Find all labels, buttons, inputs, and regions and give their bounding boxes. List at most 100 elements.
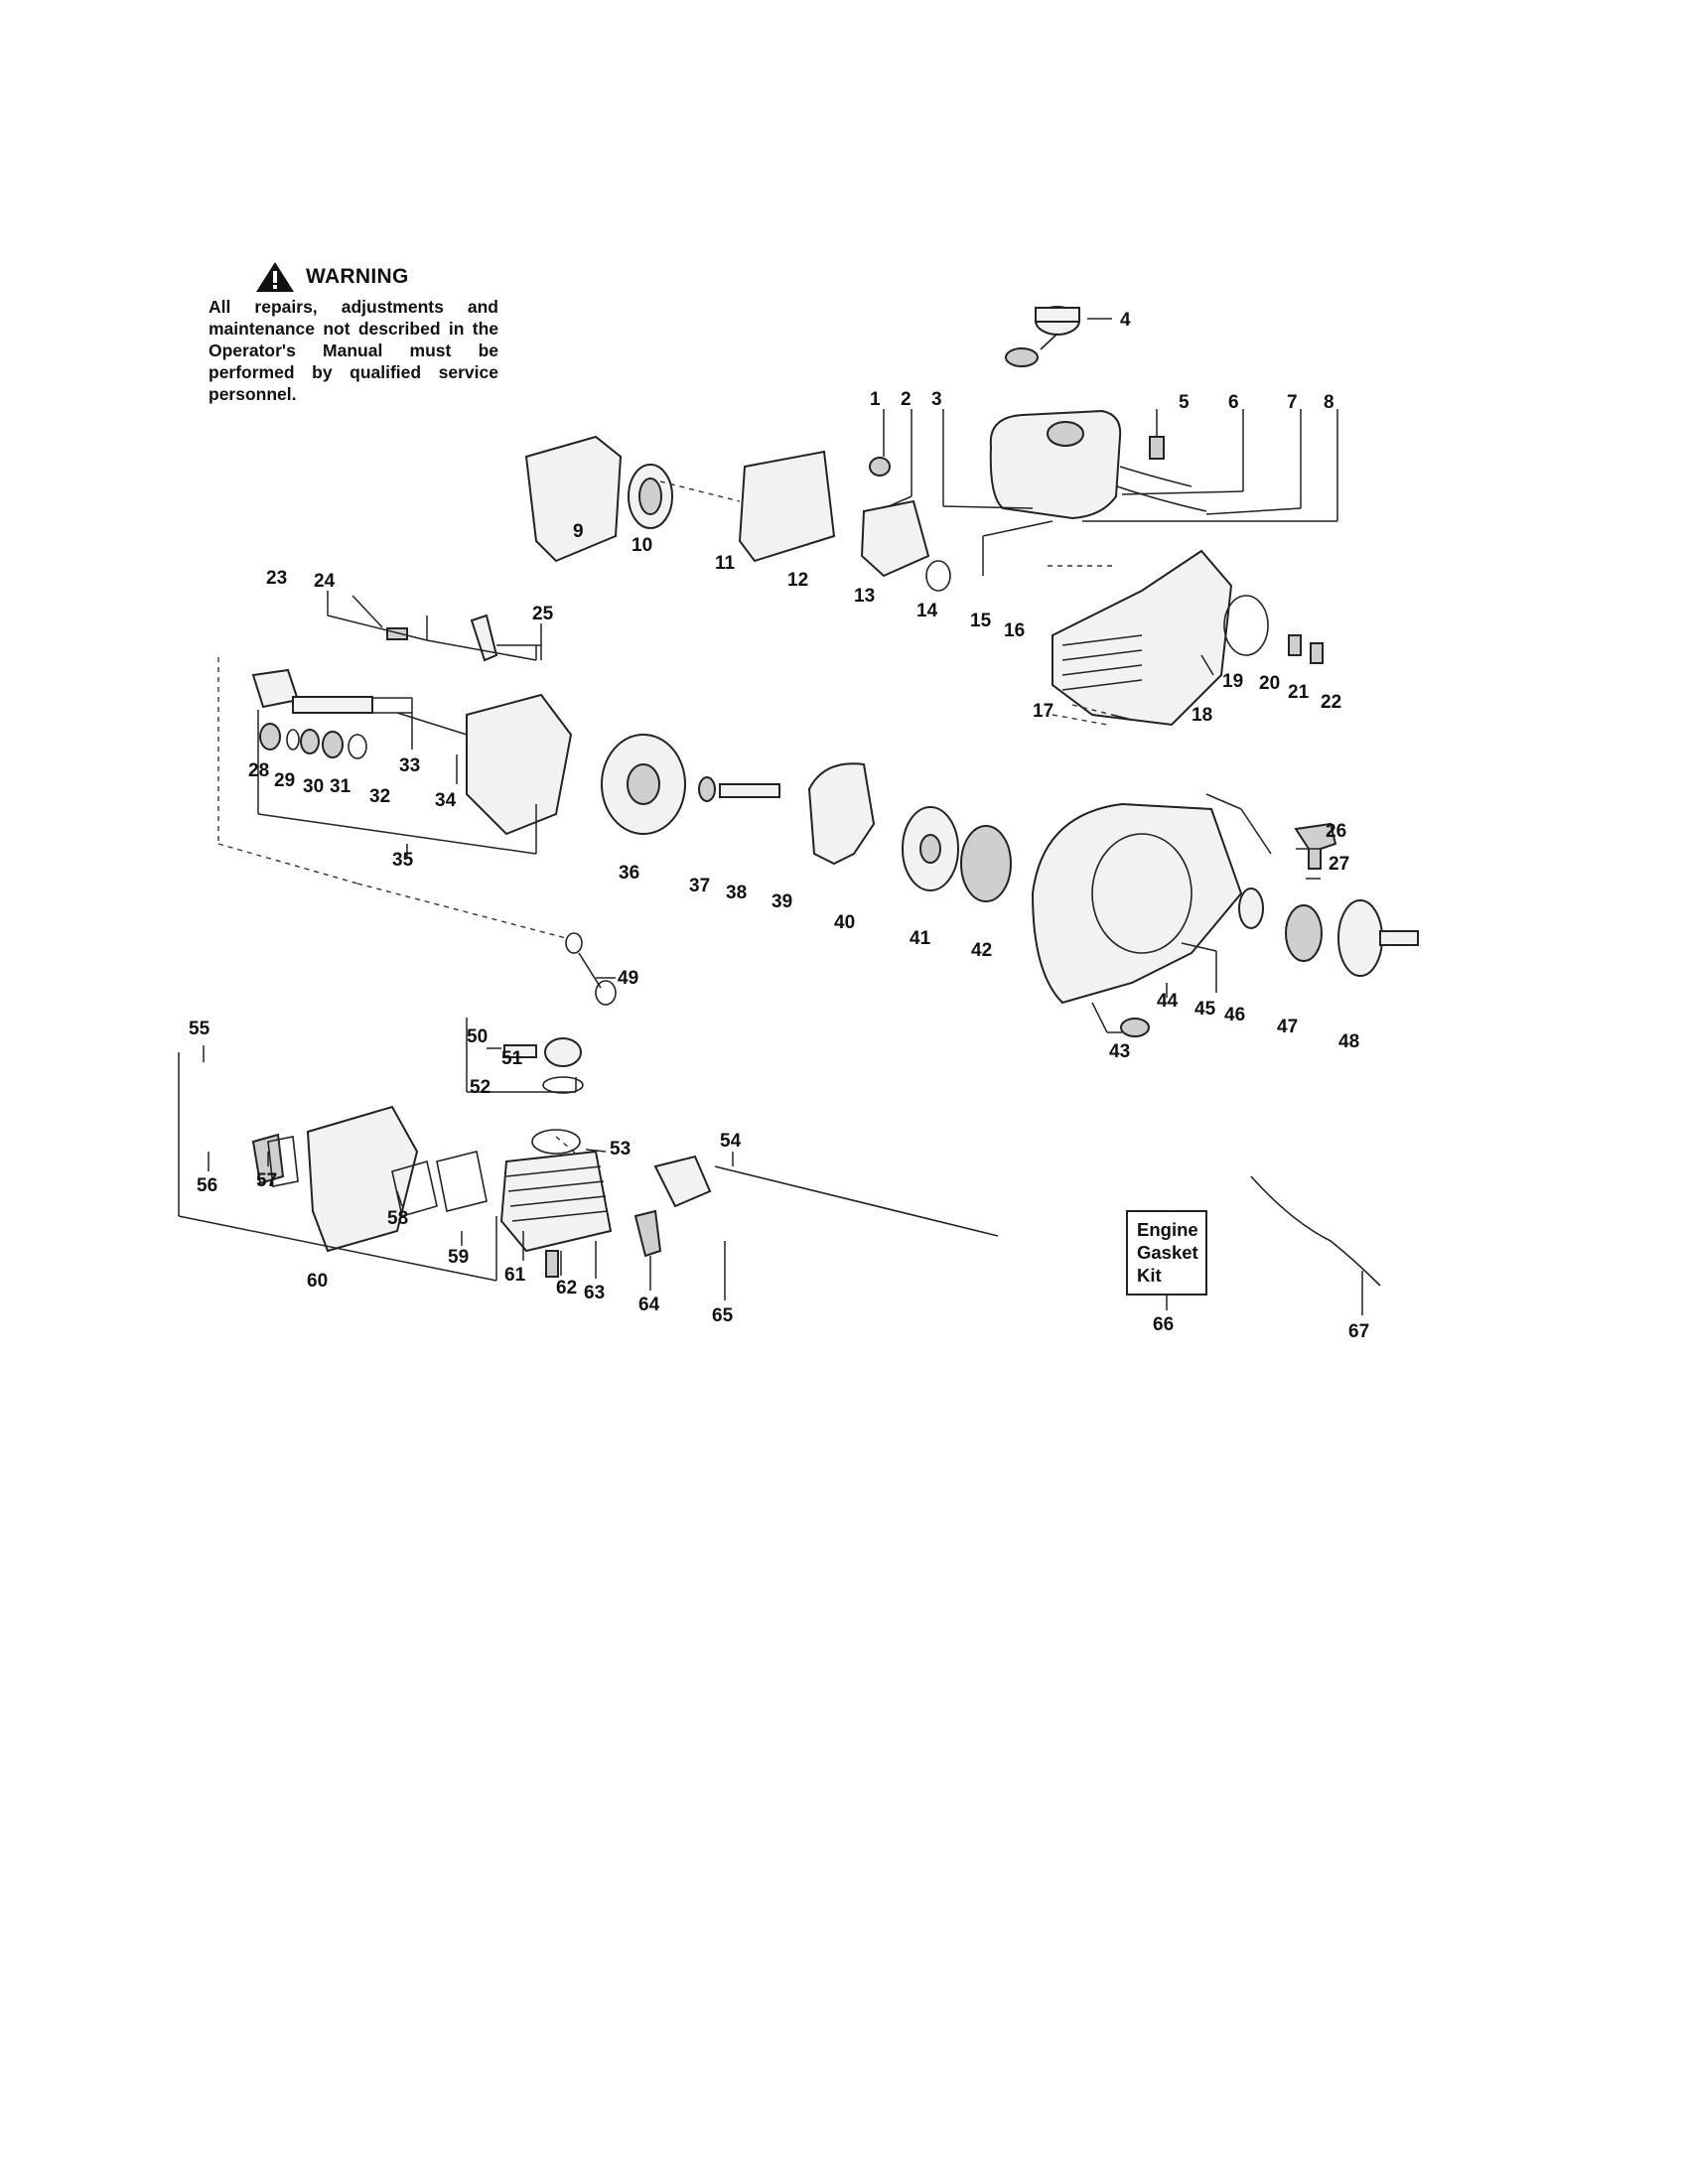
cylinder-part: [499, 1150, 613, 1253]
kit-line-3: Kit: [1137, 1265, 1162, 1286]
callout-9: 9: [573, 521, 584, 542]
air-filter-base-part: [738, 450, 836, 563]
callout-31: 31: [330, 776, 351, 797]
callout-58: 58: [387, 1208, 408, 1229]
callout-2: 2: [901, 389, 912, 410]
callout-33: 33: [399, 755, 420, 776]
callout-40: 40: [834, 912, 855, 933]
fuel-cap-part: [1005, 306, 1080, 367]
warning-notice: WARNING All repairs, adjustments and mai…: [209, 260, 498, 405]
handle-part: [1294, 822, 1337, 870]
callout-38: 38: [726, 883, 747, 903]
callout-41: 41: [910, 928, 931, 949]
part-shapes: [251, 306, 1419, 1287]
callout-27: 27: [1329, 854, 1349, 875]
callout-13: 13: [854, 586, 875, 607]
callout-53: 53: [610, 1139, 631, 1160]
callout-23: 23: [266, 568, 287, 589]
callout-17: 17: [1033, 701, 1053, 722]
callout-42: 42: [971, 940, 992, 961]
callout-67: 67: [1348, 1321, 1369, 1342]
callout-3: 3: [931, 389, 942, 410]
warning-header: WARNING: [254, 260, 498, 294]
air-filter-part: [628, 464, 673, 529]
crankcase-part: [466, 693, 573, 836]
piston-part: [503, 1037, 584, 1094]
boot-part: [1120, 1018, 1150, 1037]
rewind-spring-part: [960, 825, 1012, 902]
engine-gasket-kit-box: Engine Gasket Kit: [1126, 1210, 1207, 1296]
callout-20: 20: [1259, 673, 1280, 694]
callout-37: 37: [689, 876, 710, 896]
leader-lines: [178, 318, 1363, 1315]
callout-18: 18: [1192, 705, 1212, 726]
throttle-wire-part: [714, 1165, 999, 1237]
washer-46-part: [1238, 887, 1264, 929]
bearings-seals-part: [259, 723, 367, 759]
throttle-cable-part: [1250, 1175, 1381, 1287]
ignition-module-part: [653, 1155, 712, 1208]
callout-44: 44: [1157, 991, 1179, 1012]
spark-plug-part: [545, 1250, 559, 1278]
muffler-part: [251, 1105, 488, 1253]
callout-39: 39: [772, 891, 792, 912]
callout-4: 4: [1120, 310, 1131, 331]
callout-61: 61: [504, 1265, 526, 1286]
callout-43: 43: [1109, 1041, 1130, 1062]
washer-part: [698, 776, 716, 802]
callout-47: 47: [1277, 1017, 1298, 1037]
callout-49: 49: [618, 968, 638, 989]
callout-1: 1: [870, 389, 881, 410]
callout-55: 55: [189, 1019, 210, 1039]
engine-housing-part: [1052, 549, 1233, 727]
carburetor-part: [860, 499, 930, 578]
starter-pulley-part: [902, 806, 959, 891]
air-filter-cover-part: [524, 435, 623, 563]
callout-32: 32: [369, 786, 390, 807]
clutch-part: [1285, 904, 1323, 962]
callout-48: 48: [1338, 1031, 1359, 1052]
shroud-part: [807, 762, 876, 866]
callout-64: 64: [638, 1295, 660, 1315]
ignition-lead-part: [633, 1209, 662, 1258]
starter-housing-part: [1031, 802, 1243, 1005]
callout-21: 21: [1288, 682, 1310, 703]
o-ring-part: [1223, 595, 1269, 656]
callout-26: 26: [1326, 821, 1346, 842]
callout-63: 63: [584, 1283, 605, 1303]
callout-15: 15: [970, 611, 992, 631]
kit-line-1: Engine: [1137, 1219, 1198, 1240]
connecting-rod-part: [565, 932, 617, 1006]
carb-gasket-part: [925, 560, 951, 592]
primer-bulb-part: [869, 457, 891, 477]
fuel-tank-part: [989, 409, 1207, 520]
callout-36: 36: [619, 863, 639, 884]
cylinder-gasket-part: [531, 1129, 581, 1155]
callout-30: 30: [303, 776, 324, 797]
callout-56: 56: [197, 1175, 217, 1196]
callout-6: 6: [1228, 392, 1239, 413]
callout-60: 60: [307, 1271, 328, 1292]
key-part: [386, 627, 408, 640]
clutch-drum-part: [1337, 899, 1419, 977]
callout-10: 10: [632, 535, 652, 556]
warning-triangle-icon: [256, 262, 294, 292]
callout-labels: 1 2 3 4 5 6 7 8 9 10 11 12 13 14 15 16 1…: [189, 310, 1369, 1342]
callout-29: 29: [274, 770, 295, 791]
callout-46: 46: [1224, 1005, 1245, 1025]
callout-25: 25: [532, 604, 554, 624]
callout-22: 22: [1321, 692, 1341, 713]
flywheel-part: [601, 734, 686, 835]
callout-35: 35: [392, 850, 414, 871]
warning-title: WARNING: [306, 265, 409, 288]
callout-65: 65: [712, 1305, 734, 1326]
pad-21-part: [1310, 642, 1324, 664]
pin-part: [719, 783, 780, 798]
callout-14: 14: [916, 601, 938, 621]
callout-51: 51: [501, 1048, 523, 1069]
callout-34: 34: [435, 790, 457, 811]
callout-5: 5: [1179, 392, 1190, 413]
fuel-filter-part: [1149, 436, 1165, 460]
callout-57: 57: [256, 1170, 277, 1191]
